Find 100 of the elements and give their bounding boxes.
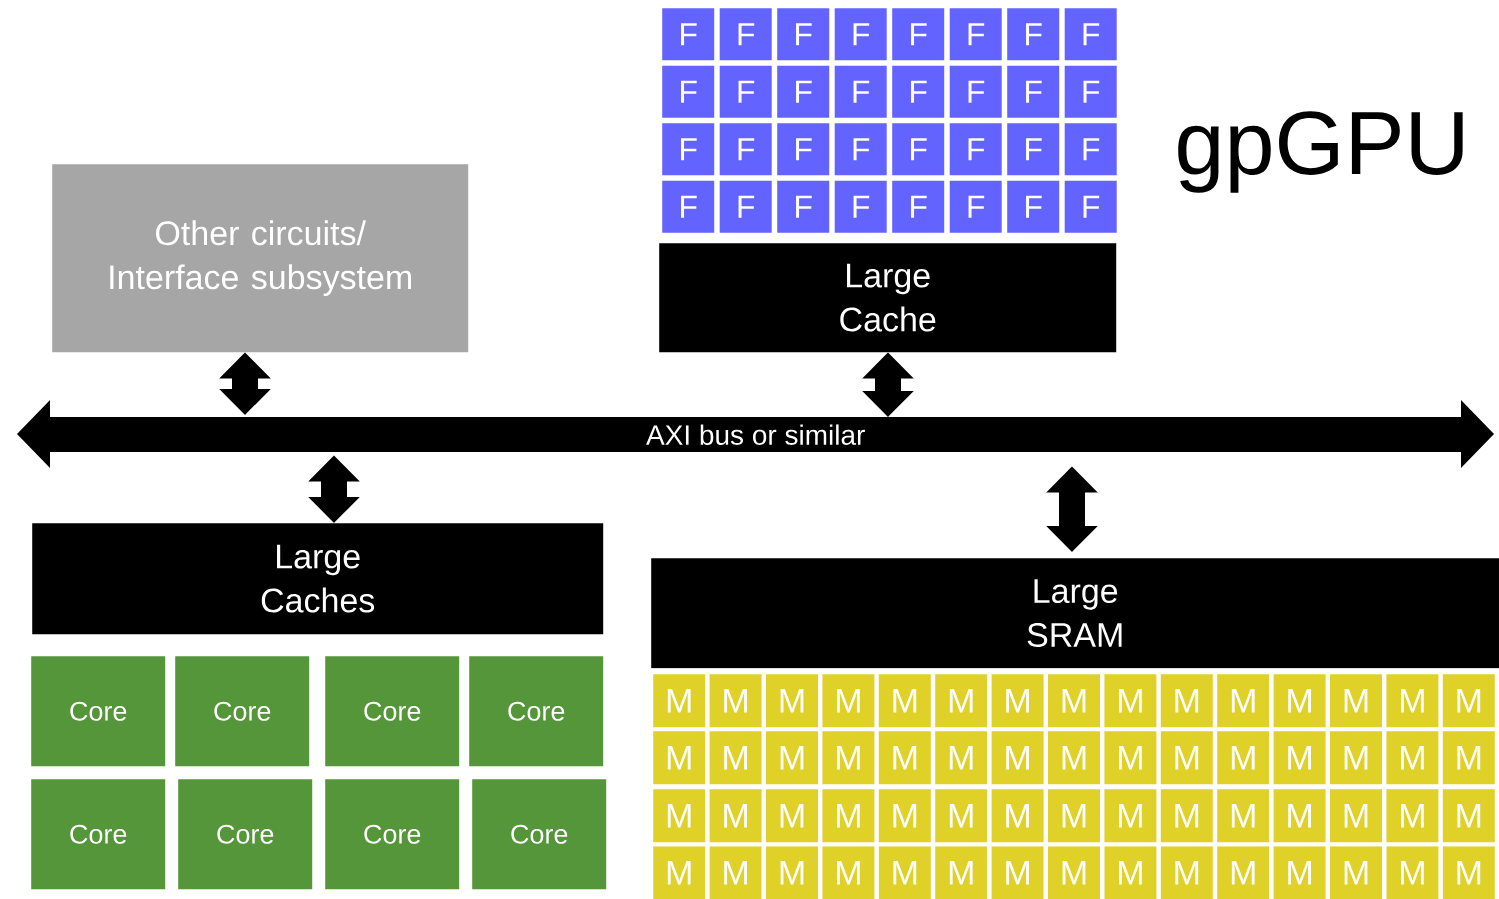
unit-tile: F bbox=[1064, 65, 1117, 118]
unit-tile: F bbox=[892, 8, 945, 61]
unit-tile: F bbox=[892, 123, 945, 176]
memory-tile: M bbox=[1273, 674, 1326, 728]
unit-tile: F bbox=[1064, 123, 1117, 176]
unit-tile: F bbox=[662, 8, 715, 61]
unit-tile: F bbox=[662, 123, 715, 176]
unit-tile: F bbox=[834, 65, 887, 118]
unit-tile: F bbox=[834, 8, 887, 61]
unit-tile: F bbox=[719, 65, 772, 118]
memory-tile: M bbox=[653, 846, 706, 899]
memory-tile: M bbox=[766, 789, 818, 843]
memory-tile: M bbox=[709, 674, 762, 728]
memory-tile: M bbox=[822, 846, 875, 899]
memory-tile: M bbox=[1442, 674, 1495, 728]
unit-tile: F bbox=[1007, 123, 1060, 176]
memory-tile: M bbox=[1104, 789, 1157, 843]
memory-tile: M bbox=[1104, 674, 1157, 728]
core-box: Core bbox=[472, 779, 607, 890]
memory-tile: M bbox=[822, 674, 875, 728]
core-box: Core bbox=[325, 779, 460, 890]
core-box: Core bbox=[178, 779, 313, 890]
unit-tile: F bbox=[777, 123, 830, 176]
memory-tile: M bbox=[878, 731, 931, 785]
memory-tile: M bbox=[1442, 846, 1495, 899]
unit-tile: F bbox=[1007, 65, 1060, 118]
memory-tile: M bbox=[1048, 789, 1100, 843]
memory-tile: M bbox=[1217, 731, 1270, 785]
unit-tile: F bbox=[949, 123, 1002, 176]
memory-tile: M bbox=[1330, 846, 1382, 899]
memory-tile: M bbox=[935, 846, 988, 899]
memory-tile: M bbox=[1048, 846, 1100, 899]
memory-tile: M bbox=[1160, 846, 1213, 899]
interface-box: Other circuits/ Interface subsystem bbox=[52, 164, 469, 353]
memory-tile: M bbox=[1104, 731, 1157, 785]
memory-tile: M bbox=[878, 789, 931, 843]
unit-tile: F bbox=[834, 123, 887, 176]
memory-tile: M bbox=[822, 731, 875, 785]
memory-tile: M bbox=[1104, 846, 1157, 899]
memory-tile: M bbox=[1330, 731, 1382, 785]
memory-tile: M bbox=[1442, 789, 1495, 843]
memory-tile: M bbox=[1160, 789, 1213, 843]
title-text: gpGPU bbox=[1178, 111, 1463, 193]
memory-tile: M bbox=[1273, 731, 1326, 785]
memory-tile: M bbox=[935, 731, 988, 785]
unit-tile: F bbox=[949, 180, 1002, 233]
unit-tile: F bbox=[662, 180, 715, 233]
memory-tile: M bbox=[1273, 846, 1326, 899]
unit-tile: F bbox=[777, 8, 830, 61]
memory-tile: M bbox=[766, 846, 818, 899]
memory-tile: M bbox=[878, 846, 931, 899]
memory-tile: M bbox=[1330, 789, 1382, 843]
unit-tile: F bbox=[777, 65, 830, 118]
memory-tile: M bbox=[1442, 731, 1495, 785]
memory-tile: M bbox=[766, 731, 818, 785]
core-box: Core bbox=[31, 656, 166, 767]
memory-tile: M bbox=[1048, 674, 1100, 728]
core-box: Core bbox=[469, 656, 604, 767]
memory-tile: M bbox=[653, 674, 706, 728]
unit-tile: F bbox=[719, 180, 772, 233]
unit-tile: F bbox=[1007, 8, 1060, 61]
core-box: Core bbox=[175, 656, 310, 767]
memory-tile: M bbox=[1386, 789, 1439, 843]
memory-tile: M bbox=[1273, 789, 1326, 843]
memory-tile: M bbox=[1386, 846, 1439, 899]
memory-tile: M bbox=[709, 846, 762, 899]
cache-box: Large Caches bbox=[32, 523, 604, 635]
memory-tile: M bbox=[1160, 674, 1213, 728]
memory-tile: M bbox=[991, 731, 1044, 785]
cache-box: Large Cache bbox=[659, 243, 1117, 353]
memory-tile: M bbox=[878, 674, 931, 728]
unit-tile: F bbox=[777, 180, 830, 233]
memory-tile: M bbox=[1330, 674, 1382, 728]
memory-tile: M bbox=[991, 674, 1044, 728]
unit-tile: F bbox=[1064, 8, 1117, 61]
memory-tile: M bbox=[709, 731, 762, 785]
unit-tile: F bbox=[719, 8, 772, 61]
memory-tile: M bbox=[991, 846, 1044, 899]
memory-tile: M bbox=[709, 789, 762, 843]
memory-tile: M bbox=[822, 789, 875, 843]
unit-tile: F bbox=[834, 180, 887, 233]
unit-tile: F bbox=[1064, 180, 1117, 233]
memory-tile: M bbox=[935, 789, 988, 843]
memory-tile: M bbox=[653, 731, 706, 785]
memory-tile: M bbox=[653, 789, 706, 843]
unit-tile: F bbox=[719, 123, 772, 176]
memory-tile: M bbox=[766, 674, 818, 728]
memory-tile: M bbox=[935, 674, 988, 728]
memory-tile: M bbox=[991, 789, 1044, 843]
core-box: Core bbox=[325, 656, 460, 767]
memory-tile: M bbox=[1386, 674, 1439, 728]
memory-tile: M bbox=[1048, 731, 1100, 785]
memory-tile: M bbox=[1217, 674, 1270, 728]
unit-tile: F bbox=[892, 180, 945, 233]
sram-box: Large SRAM bbox=[651, 558, 1499, 669]
unit-tile: F bbox=[1007, 180, 1060, 233]
unit-tile: F bbox=[949, 8, 1002, 61]
unit-tile: F bbox=[662, 65, 715, 118]
core-box: Core bbox=[31, 779, 166, 890]
memory-tile: M bbox=[1217, 846, 1270, 899]
